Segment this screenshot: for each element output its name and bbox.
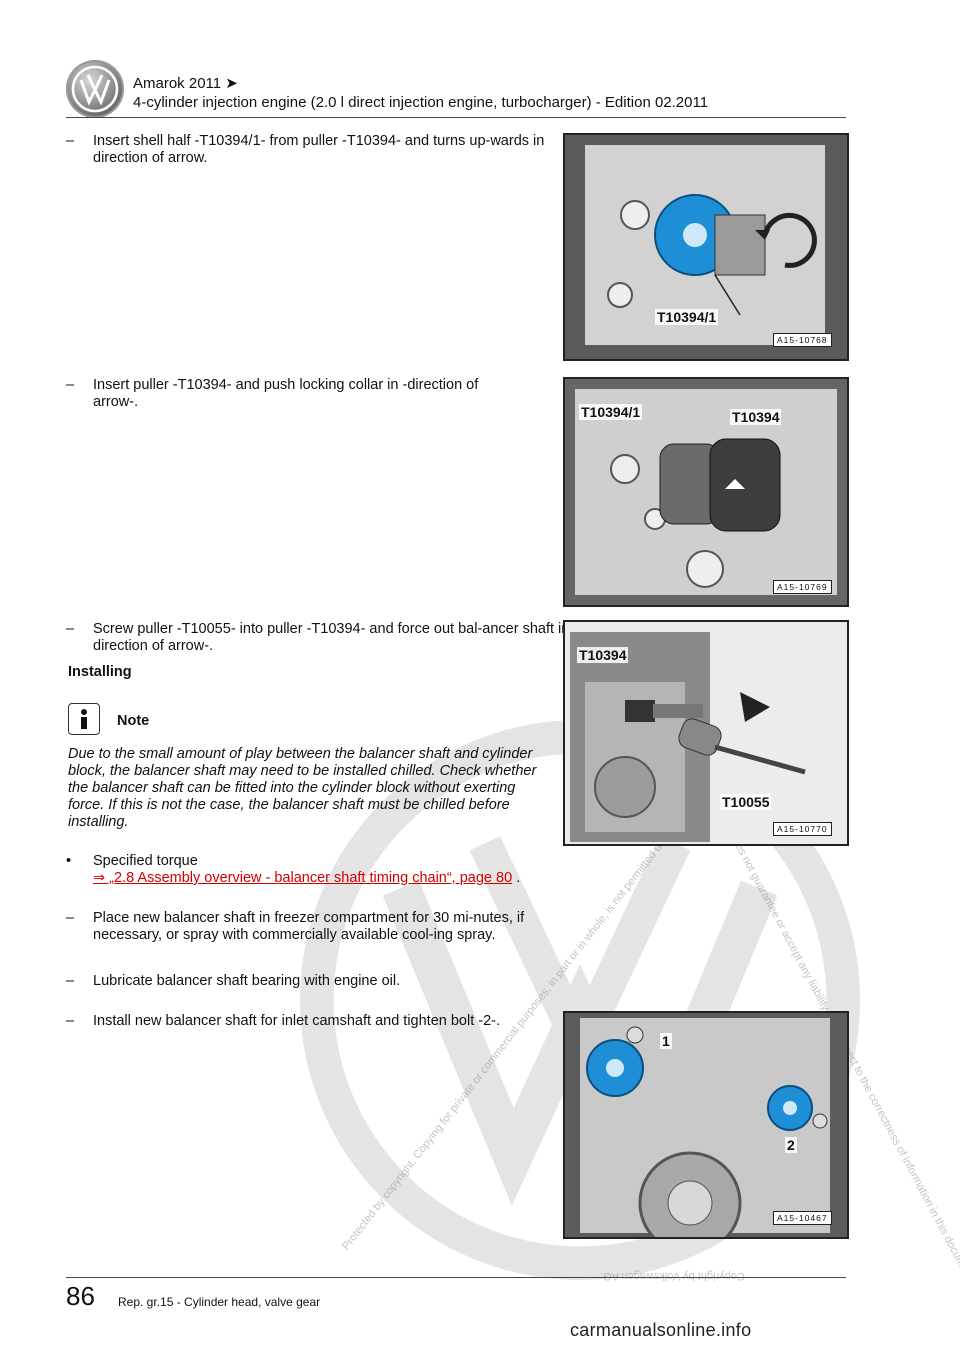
header-subtitle: 4-cylinder injection engine (2.0 l direc… [133,94,709,111]
figure-code: A15-10467 [773,1211,832,1225]
site-watermark: carmanualsonline.info [570,1320,752,1340]
dash-marker: – [66,377,75,393]
footer-section: Rep. gr.15 - Cylinder head, valve gear [118,1295,321,1309]
step-6: – Install new balancer shaft for inlet ca… [66,1013,553,1030]
callout-2: 2 [785,1137,797,1153]
callout-t10394: T10394 [730,409,782,425]
figure-4: 1 2 A15-10467 [563,1011,849,1239]
bullet-marker: • [66,853,72,869]
step-3-text: Screw puller -T10055- into puller -T1039… [93,621,579,654]
installing-heading: Installing [68,664,132,680]
dash-marker: – [66,973,75,989]
vw-logo [66,60,124,118]
header-title: Amarok 2011 ➤ [133,75,238,92]
callout-t10394: T10394 [577,647,629,663]
figure-code: A15-10769 [773,580,832,594]
figure-1: T10394/1 A15-10768 [563,133,849,361]
figure-code: A15-10770 [773,822,832,836]
info-icon [68,703,100,735]
step-4-text: Place new balancer shaft in freezer comp… [93,910,525,943]
note-label: Note [117,713,150,729]
figure-2: T10394/1 T10394 A15-10769 [563,377,849,607]
callout-1: 1 [660,1033,672,1049]
step-4: – Place new balancer shaft in freezer com… [66,910,593,944]
step-3: – Screw puller -T10055- into puller -T103… [66,621,593,655]
torque-item: • Specified torque ⇒ „2.8 Assembly overvi… [66,853,563,887]
figure-3: T10394 T10055 A15-10770 [563,620,849,846]
callout-t10394-1: T10394/1 [655,309,719,325]
dash-marker: – [66,133,75,149]
assembly-overview-link[interactable]: ⇒ „2.8 Assembly overview - balancer shaf… [93,870,513,886]
page-number: 86 [66,1281,95,1311]
note-text: Due to the small amount of play between … [68,746,537,830]
figure-code: A15-10768 [773,333,832,347]
dash-marker: – [66,910,75,926]
step-5-text: Lubricate balancer shaft bearing with en… [93,973,401,989]
footer-divider [66,1277,846,1278]
dash-marker: – [66,621,75,637]
step-1-text: Insert shell half -T10394/1- from puller… [93,133,545,166]
torque-after: . [516,870,521,886]
step-2: – Insert puller -T10394- and push locking… [66,377,513,411]
callout-t10394-1: T10394/1 [579,404,643,420]
step-1: – Insert shell half -T10394/1- from pulle… [66,133,593,167]
step-6-text: Install new balancer shaft for inlet cam… [93,1013,501,1029]
dash-marker: – [66,1013,75,1029]
header-divider [66,117,846,118]
torque-label: Specified torque [93,853,198,869]
step-5: – Lubricate balancer shaft bearing with e… [66,973,593,990]
step-2-text: Insert puller -T10394- and push locking … [93,377,479,410]
watermark-text-3: Copyright by Volkswagen AG. [600,1270,745,1282]
callout-t10055: T10055 [720,794,772,810]
